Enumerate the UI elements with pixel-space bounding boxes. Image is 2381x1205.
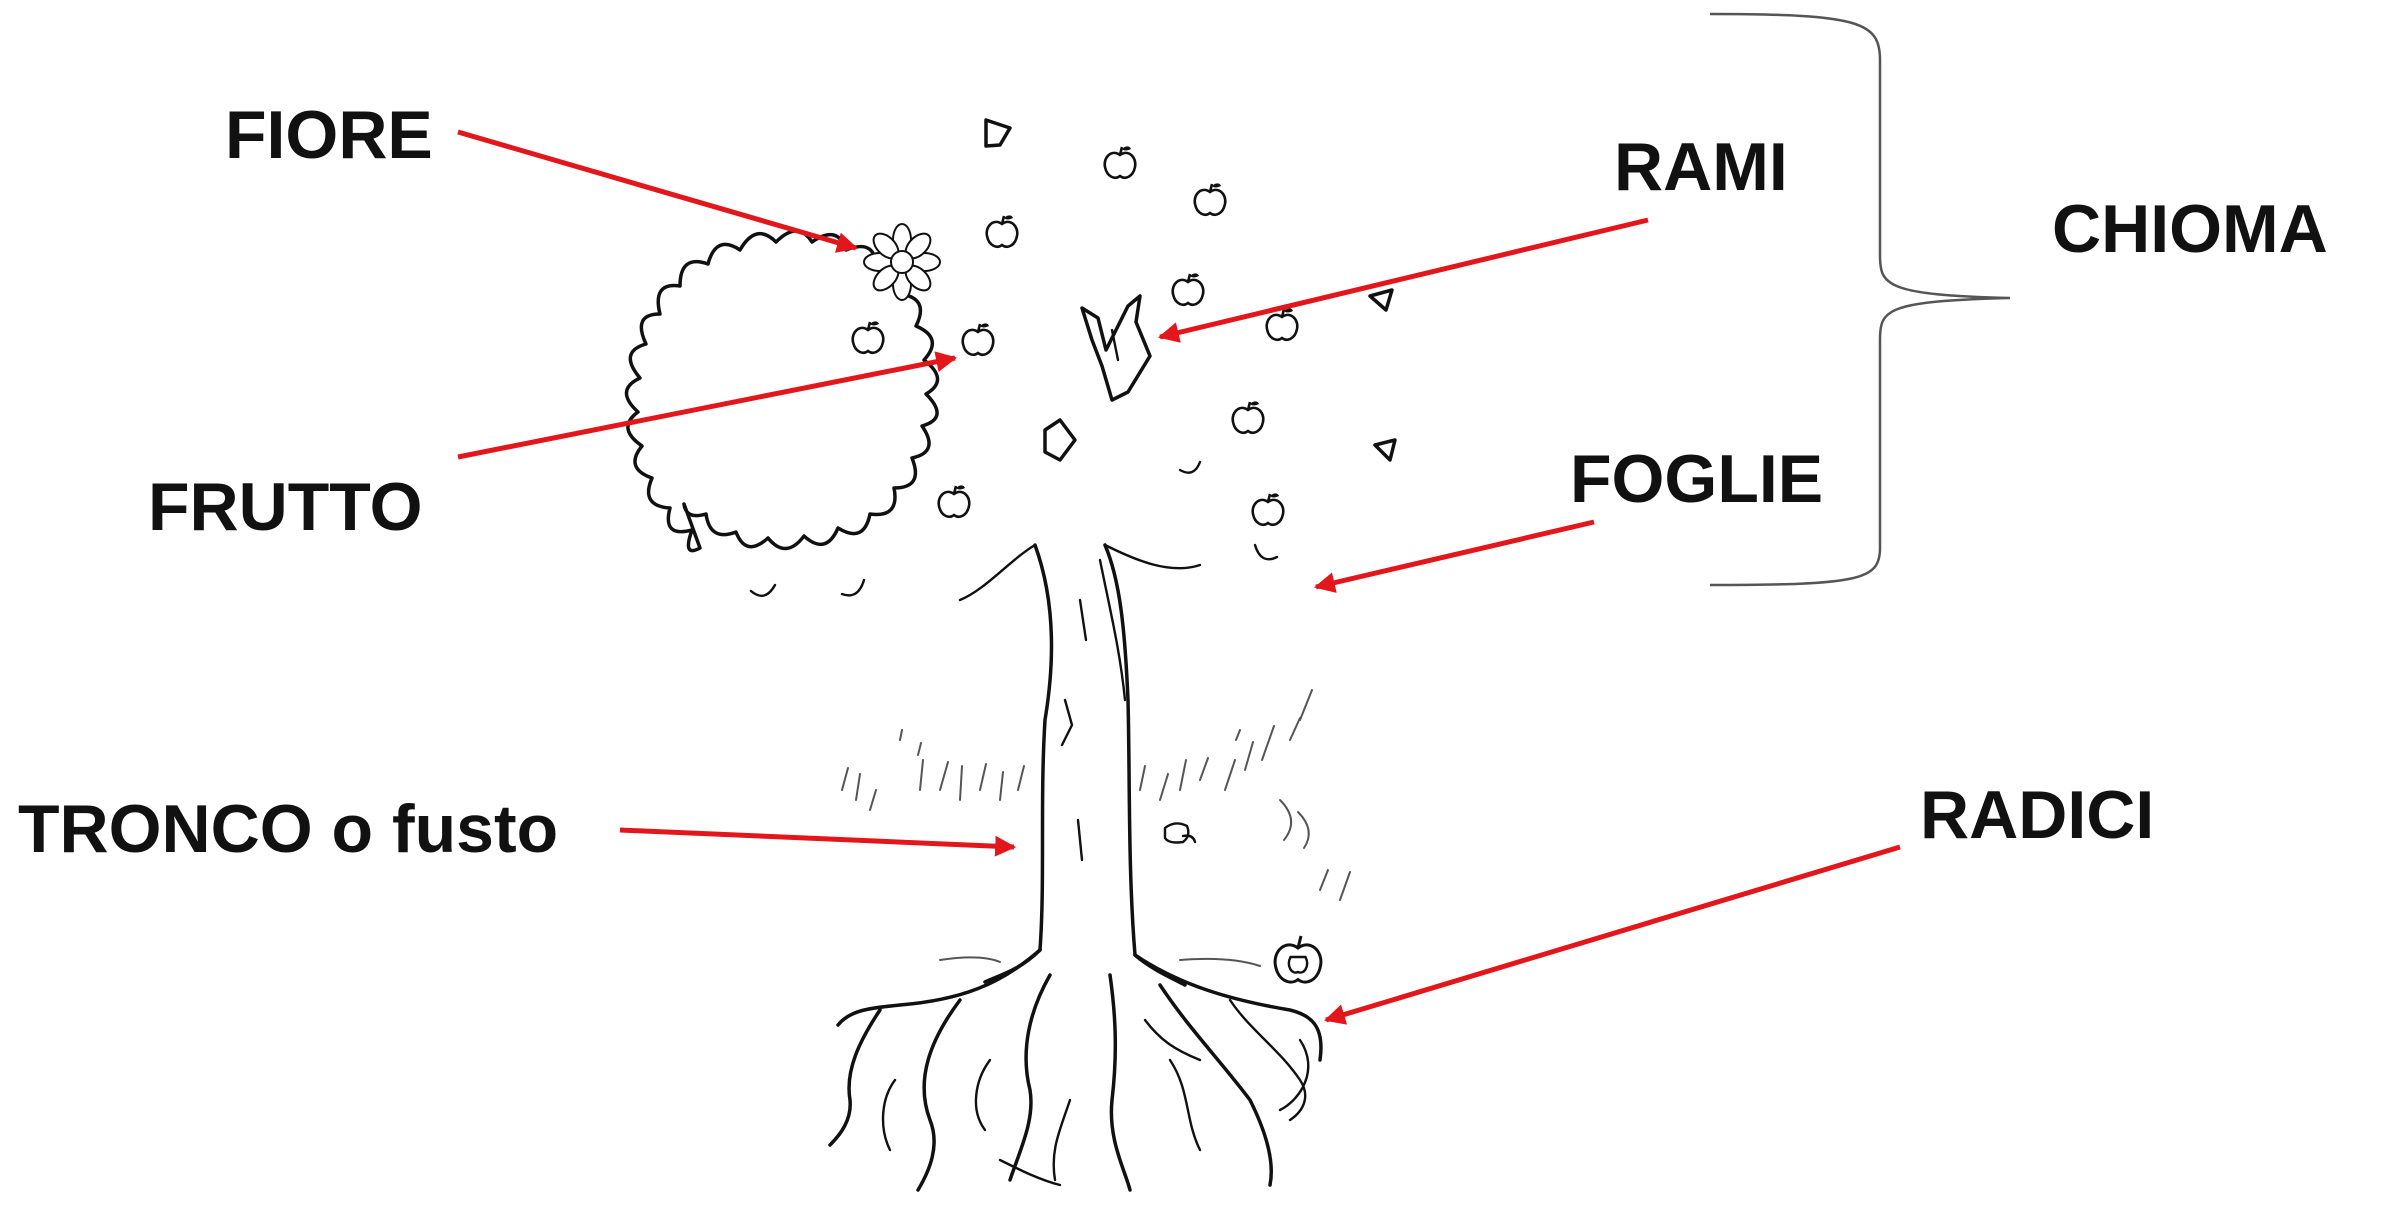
canopy-outline bbox=[624, 229, 940, 553]
apple-icon bbox=[1273, 935, 1323, 984]
label-fiore: FIORE bbox=[225, 97, 433, 173]
label-rami: RAMI bbox=[1614, 129, 1788, 205]
arrow-frutto bbox=[457, 351, 958, 460]
apples bbox=[851, 145, 1299, 527]
leaf-icon bbox=[984, 118, 1012, 148]
apple-icon bbox=[851, 320, 885, 355]
apple-icon bbox=[985, 214, 1019, 249]
apple-icon bbox=[937, 484, 971, 519]
leaf-icon bbox=[1373, 438, 1397, 462]
brace-icon bbox=[1709, 12, 2011, 587]
flower-icon bbox=[863, 223, 941, 301]
arrow-foglie bbox=[1313, 519, 1595, 593]
label-tronco: TRONCO o fusto bbox=[18, 791, 558, 867]
label-radici: RADICI bbox=[1920, 777, 2154, 853]
arrows bbox=[457, 129, 1901, 1025]
label-foglie: FOGLIE bbox=[1570, 441, 1823, 517]
arrow-radici bbox=[1323, 844, 1901, 1025]
leaf-icon bbox=[1368, 288, 1394, 312]
leaf-icon bbox=[1043, 418, 1077, 462]
apple-icon bbox=[1171, 272, 1205, 307]
apple-icon bbox=[1251, 492, 1285, 527]
label-chioma: CHIOMA bbox=[2052, 191, 2328, 267]
apple-icon bbox=[1103, 145, 1137, 180]
trunk bbox=[983, 543, 1054, 984]
apple-icon bbox=[1231, 400, 1265, 435]
tree-illustration bbox=[624, 118, 1397, 1192]
labels: FIORE RAMI CHIOMA FRUTTO FOGLIE TRONCO o… bbox=[18, 97, 2328, 867]
apple-icon bbox=[1193, 182, 1227, 217]
apple-icon bbox=[1265, 307, 1299, 342]
arrow-tronco bbox=[619, 827, 1017, 857]
roots bbox=[828, 948, 1323, 1192]
grass bbox=[841, 689, 1351, 967]
arrow-fiore bbox=[457, 129, 859, 253]
branch-stub bbox=[1080, 294, 1152, 402]
label-frutto: FRUTTO bbox=[148, 469, 423, 545]
apple-icon bbox=[961, 322, 995, 357]
arrow-rami bbox=[1157, 217, 1649, 343]
